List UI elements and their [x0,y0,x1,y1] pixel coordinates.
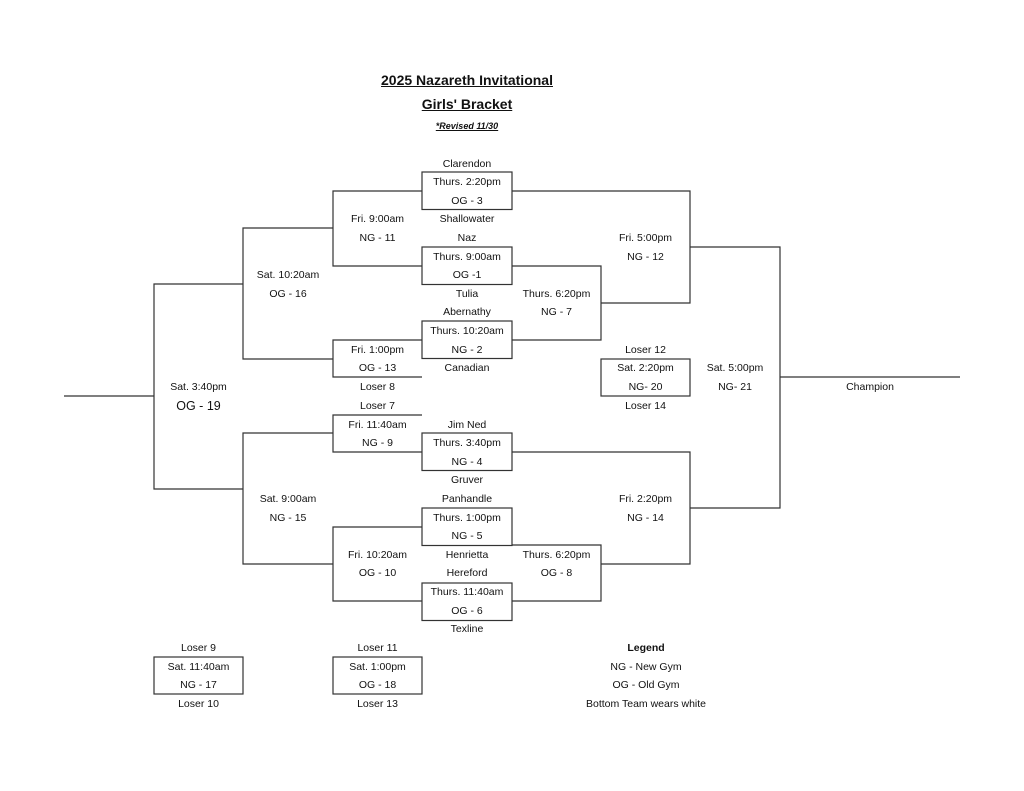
game-og1-time: Thurs. 9:00am [433,251,501,263]
feeder-loser-7: Loser 7 [359,400,396,412]
team-hereford: Hereford [446,567,488,579]
team-abernathy: Abernathy [443,306,491,318]
game-og8-label: OG - 8 [540,567,573,579]
game-ng14-time: Fri. 2:20pm [618,493,673,505]
team-gruver: Gruver [450,474,484,486]
team-naz: Naz [457,232,477,244]
game-ng11-time: Fri. 9:00am [350,213,405,225]
game-og6-label: OG - 6 [451,605,483,617]
legend-title: Legend [627,642,665,654]
feeder-loser-9: Loser 9 [180,642,217,654]
legend-item-white: Bottom Team wears white [585,698,707,710]
game-ng5-label: NG - 5 [451,530,483,542]
game-ng17-label: NG - 17 [180,679,217,691]
game-og8-time: Thurs. 6:20pm [522,549,591,561]
game-ng2-label: NG - 2 [451,344,483,356]
game-ng21-label: NG- 21 [718,381,752,393]
game-og18-label: OG - 18 [358,679,397,691]
team-clarendon: Clarendon [442,158,492,170]
game-ng14-label: NG - 14 [627,512,664,524]
game-ng21-time: Sat. 5:00pm [706,362,764,374]
feeder-loser-11: Loser 11 [357,642,398,654]
game-og13-time: Fri. 1:00pm [350,344,405,356]
revised-note: *Revised 11/30 [435,121,499,131]
game-box-ng17 [153,656,244,695]
game-og19-time: Sat. 3:40pm [170,381,227,393]
game-og13-label: OG - 13 [358,362,397,374]
game-og16-time: Sat. 10:20am [256,269,320,281]
game-ng12-label: NG - 12 [627,251,664,263]
game-ng9-label: NG - 9 [362,437,393,449]
game-og18-time: Sat. 1:00pm [349,661,406,673]
bracket-ng15 [242,432,333,565]
feeder-loser-12: Loser 12 [625,344,666,356]
team-texline: Texline [450,623,484,635]
feeder-loser-13: Loser 13 [357,698,398,710]
game-ng20-label: NG- 20 [628,381,663,393]
team-canadian: Canadian [444,362,490,374]
game-og10-time: Fri. 10:20am [348,549,407,561]
game-og1-label: OG -1 [452,269,482,281]
bracket-subtitle: Girls' Bracket [421,96,513,112]
team-shallowater: Shallowater [439,213,495,225]
game-box-ng20 [600,358,691,397]
game-og10-label: OG - 10 [358,567,397,579]
team-panhandle: Panhandle [441,493,493,505]
game-box-og6 [421,582,513,622]
game-ng20-time: Sat. 2:20pm [617,362,674,374]
game-ng5-time: Thurs. 1:00pm [433,512,501,524]
game-ng4-time: Thurs. 3:40pm [433,437,501,449]
feeder-loser-10: Loser 10 [178,698,219,710]
game-og3-label: OG - 3 [451,195,483,207]
game-ng12-time: Fri. 5:00pm [618,232,673,244]
feeder-loser-8: Loser 8 [359,381,396,393]
legend-item-og: OG - Old Gym [612,679,680,691]
game-ng2-time: Thurs. 10:20am [430,325,504,337]
team-jim-ned: Jim Ned [447,419,487,431]
game-ng9-time: Fri. 11:40am [348,419,407,431]
game-box-og18 [332,656,423,695]
game-ng11-label: NG - 11 [359,232,396,244]
game-ng15-label: NG - 15 [269,512,307,524]
team-henrietta: Henrietta [445,549,489,561]
feeder-loser-14: Loser 14 [625,400,666,412]
game-og6-time: Thurs. 11:40am [430,586,504,598]
bracket-og8 [512,544,602,602]
game-ng7-label: NG - 7 [541,306,572,318]
bracket-og19 [153,283,243,490]
team-tulia: Tulia [455,288,479,300]
game-ng7-time: Thurs. 6:20pm [522,288,591,300]
game-ng4-label: NG - 4 [451,456,483,468]
legend-item-ng: NG - New Gym [610,661,682,673]
game-ng15-time: Sat. 9:00am [259,493,317,505]
bracket-og16 [242,227,333,360]
page-title: 2025 Nazareth Invitational [381,72,553,88]
game-ng17-time: Sat. 11:40am [167,661,230,673]
game-og3-time: Thurs. 2:20pm [433,176,501,188]
game-og19-label: OG - 19 [176,399,221,413]
champion-label: Champion [846,381,894,393]
game-og16-label: OG - 16 [269,288,307,300]
